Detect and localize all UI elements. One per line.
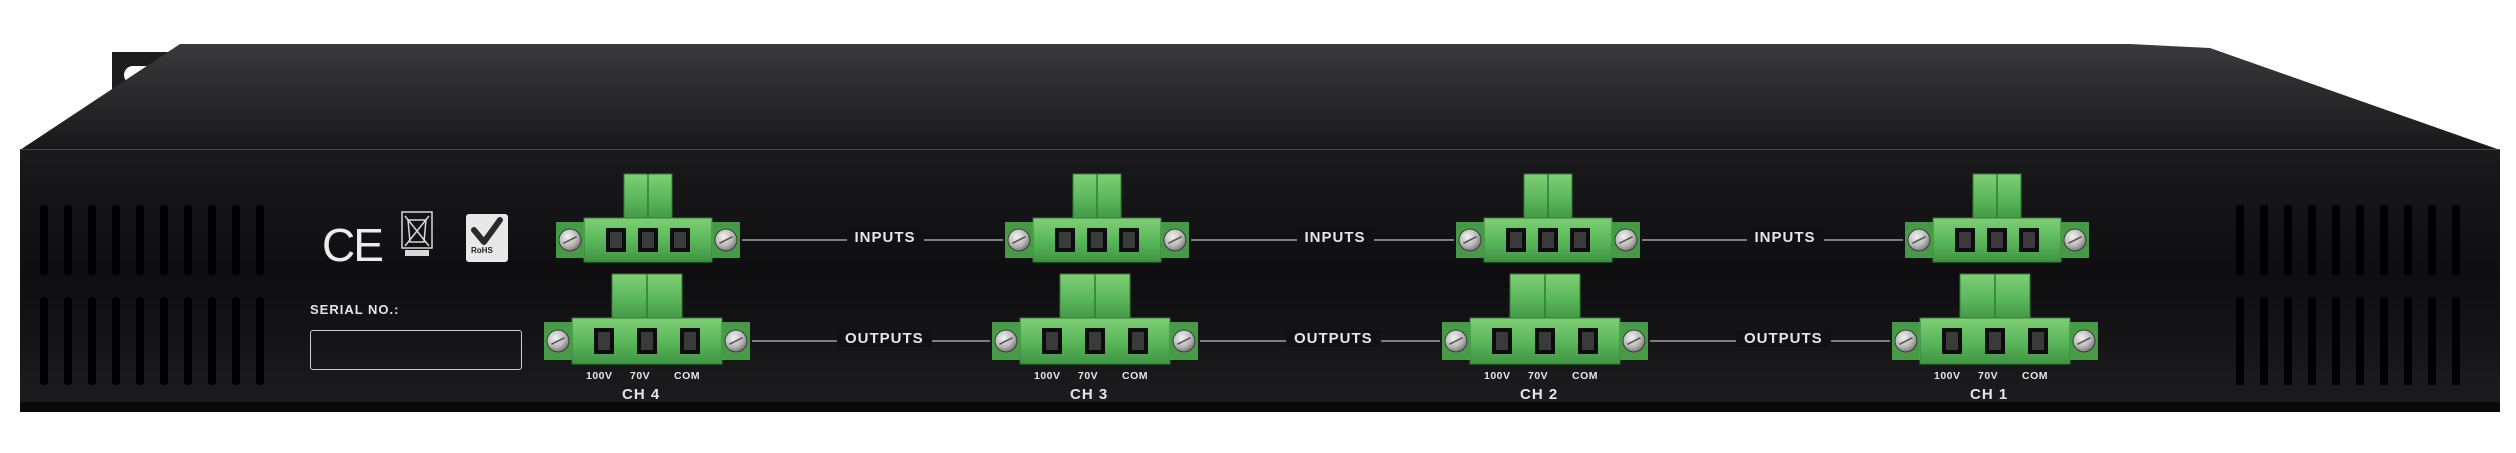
vent-grille-left	[40, 205, 264, 385]
channel-label-ch2: CH 2	[1520, 386, 1559, 403]
terminal-label-100v-ch3: 100V	[1034, 370, 1061, 382]
terminal-label-com-ch3: COM	[1122, 370, 1148, 382]
rohs-icon	[466, 214, 508, 262]
terminal-label-70v-ch4: 70V	[630, 370, 651, 382]
output-terminal-block-ch3	[992, 273, 1198, 365]
chassis-top	[20, 44, 2500, 150]
weee-bin-icon	[401, 211, 433, 256]
input-terminal-block-ch4	[556, 173, 740, 263]
outputs-label-ch2: OUTPUTS	[1736, 330, 1831, 347]
terminal-blocks	[544, 173, 2098, 365]
ce-mark-label: CE	[322, 219, 384, 271]
input-terminal-block-ch2	[1456, 173, 1640, 263]
outputs-label-ch3: OUTPUTS	[1286, 330, 1381, 347]
channel-label-ch1: CH 1	[1970, 386, 2009, 403]
terminal-label-100v-ch2: 100V	[1484, 370, 1511, 382]
input-terminal-block-ch1	[1905, 173, 2089, 263]
output-terminal-block-ch4	[544, 273, 750, 365]
rohs-label: RoHS	[471, 246, 493, 255]
terminal-label-70v-ch2: 70V	[1528, 370, 1549, 382]
serial-number-field	[310, 330, 522, 370]
terminal-label-70v-ch3: 70V	[1078, 370, 1099, 382]
serial-number-label: SERIAL NO.:	[310, 302, 400, 317]
channel-label-ch4: CH 4	[622, 386, 661, 403]
vent-grille-right	[2236, 205, 2460, 385]
terminal-label-100v-ch1: 100V	[1934, 370, 1961, 382]
terminal-label-com-ch2: COM	[1572, 370, 1598, 382]
inputs-label-ch3: INPUTS	[1296, 229, 1374, 246]
terminal-label-100v-ch4: 100V	[586, 370, 613, 382]
inputs-label-ch4: INPUTS	[846, 229, 924, 246]
terminal-label-com-ch4: COM	[674, 370, 700, 382]
channel-label-ch3: CH 3	[1070, 386, 1109, 403]
output-terminal-block-ch1	[1892, 273, 2098, 365]
inputs-label-ch2: INPUTS	[1746, 229, 1824, 246]
terminal-label-70v-ch1: 70V	[1978, 370, 1999, 382]
outputs-label-ch4: OUTPUTS	[837, 330, 932, 347]
input-terminal-block-ch3	[1005, 173, 1189, 263]
terminal-label-com-ch1: COM	[2022, 370, 2048, 382]
output-terminal-block-ch2	[1442, 273, 1648, 365]
